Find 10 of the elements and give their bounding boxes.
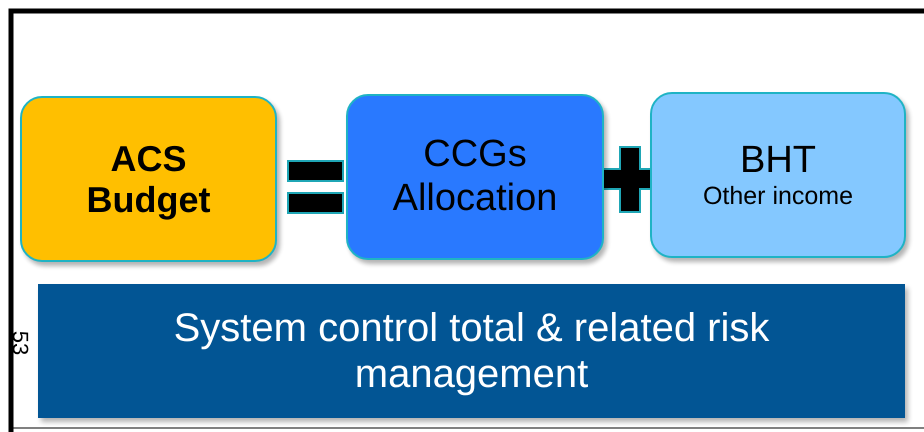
- banner-bar: [38, 284, 905, 418]
- node-label: BHT: [739, 138, 817, 182]
- node-sublabel: Other income: [702, 182, 854, 212]
- node-label: CCGs Allocation: [392, 133, 558, 221]
- process-box: [20, 96, 277, 262]
- page-number: 53: [7, 330, 34, 356]
- process-box: [346, 94, 604, 260]
- node-label: ACS Budget: [86, 138, 212, 220]
- node-label: System control total & related risk management: [172, 305, 770, 397]
- process-box: [650, 92, 906, 258]
